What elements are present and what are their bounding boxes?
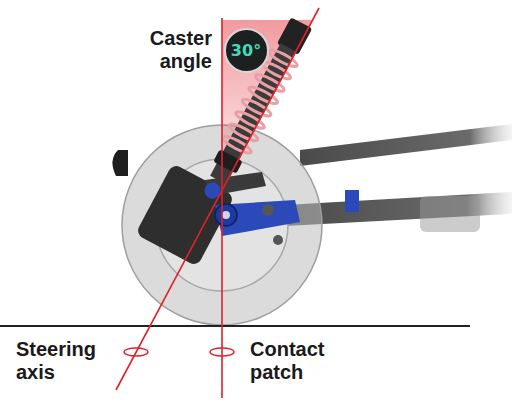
angle-value: 30°: [231, 41, 261, 60]
steering-arm: [112, 150, 128, 176]
steering-axis-line: [116, 8, 319, 390]
contact-marker: [210, 348, 234, 356]
lower-arm: [215, 200, 300, 236]
bearing: [215, 204, 237, 226]
callout-label: Contact patch: [250, 338, 360, 384]
angle-badge: 30°: [224, 28, 269, 73]
callout-label: Caster angle: [130, 27, 212, 73]
shock-absorber: [195, 15, 316, 205]
bearing-center: [222, 211, 230, 219]
upper-deck: [300, 124, 512, 166]
ball-joint: [273, 235, 283, 245]
callout-label: Steering axis: [16, 338, 108, 384]
ground-line: [0, 325, 470, 327]
ball-joint: [262, 204, 274, 216]
shock-mount: [202, 180, 224, 202]
blue-mount: [345, 190, 359, 212]
chassis-block: [420, 196, 480, 232]
axis-marker: [124, 348, 148, 356]
vertical-reference-line: [221, 18, 223, 398]
